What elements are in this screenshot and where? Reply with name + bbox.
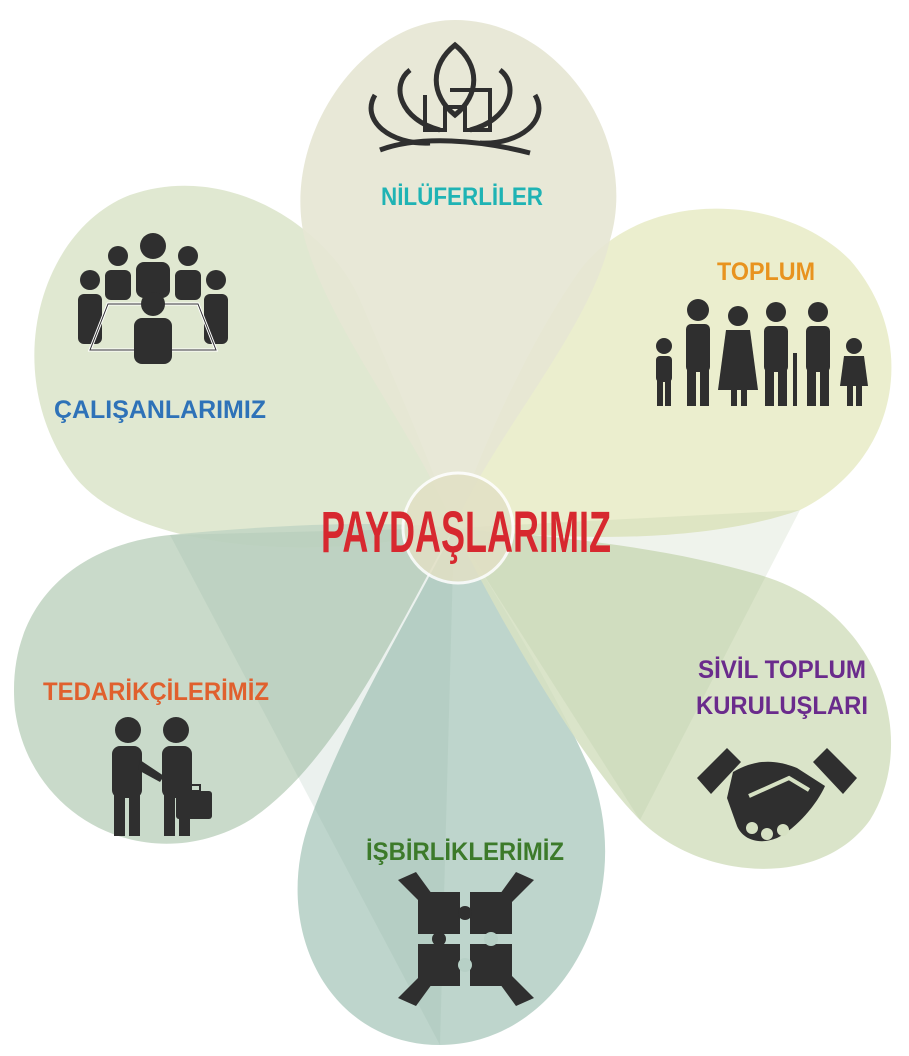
petal-niluferliler [300, 20, 617, 528]
handshake-icon [697, 748, 857, 842]
label-toplum: TOPLUM [717, 258, 815, 286]
label-calisanlar: ÇALIŞANLARIMIZ [54, 396, 266, 424]
label-sivil-line2: KURULUŞLARI [696, 692, 868, 720]
business-handshake-icon [112, 717, 212, 836]
center-circle [401, 471, 515, 585]
puzzle-hands-icon [398, 872, 534, 1006]
lotus-logo-icon [368, 41, 542, 156]
label-niluferliler: NİLÜFERLİLER [381, 182, 543, 211]
label-tedarikciler: TEDARİKÇİLERİMİZ [43, 678, 269, 706]
center-title: PAYDAŞLARIMIZ [321, 500, 611, 565]
family-group-icon [656, 299, 868, 406]
label-sivil-line1: SİVİL TOPLUM [698, 656, 866, 684]
center-overlap [170, 240, 800, 1045]
meeting-table-icon [78, 233, 228, 364]
petal-toplum [454, 208, 892, 537]
label-isbirlikleri: İŞBİRLİKLERİMİZ [366, 838, 564, 866]
